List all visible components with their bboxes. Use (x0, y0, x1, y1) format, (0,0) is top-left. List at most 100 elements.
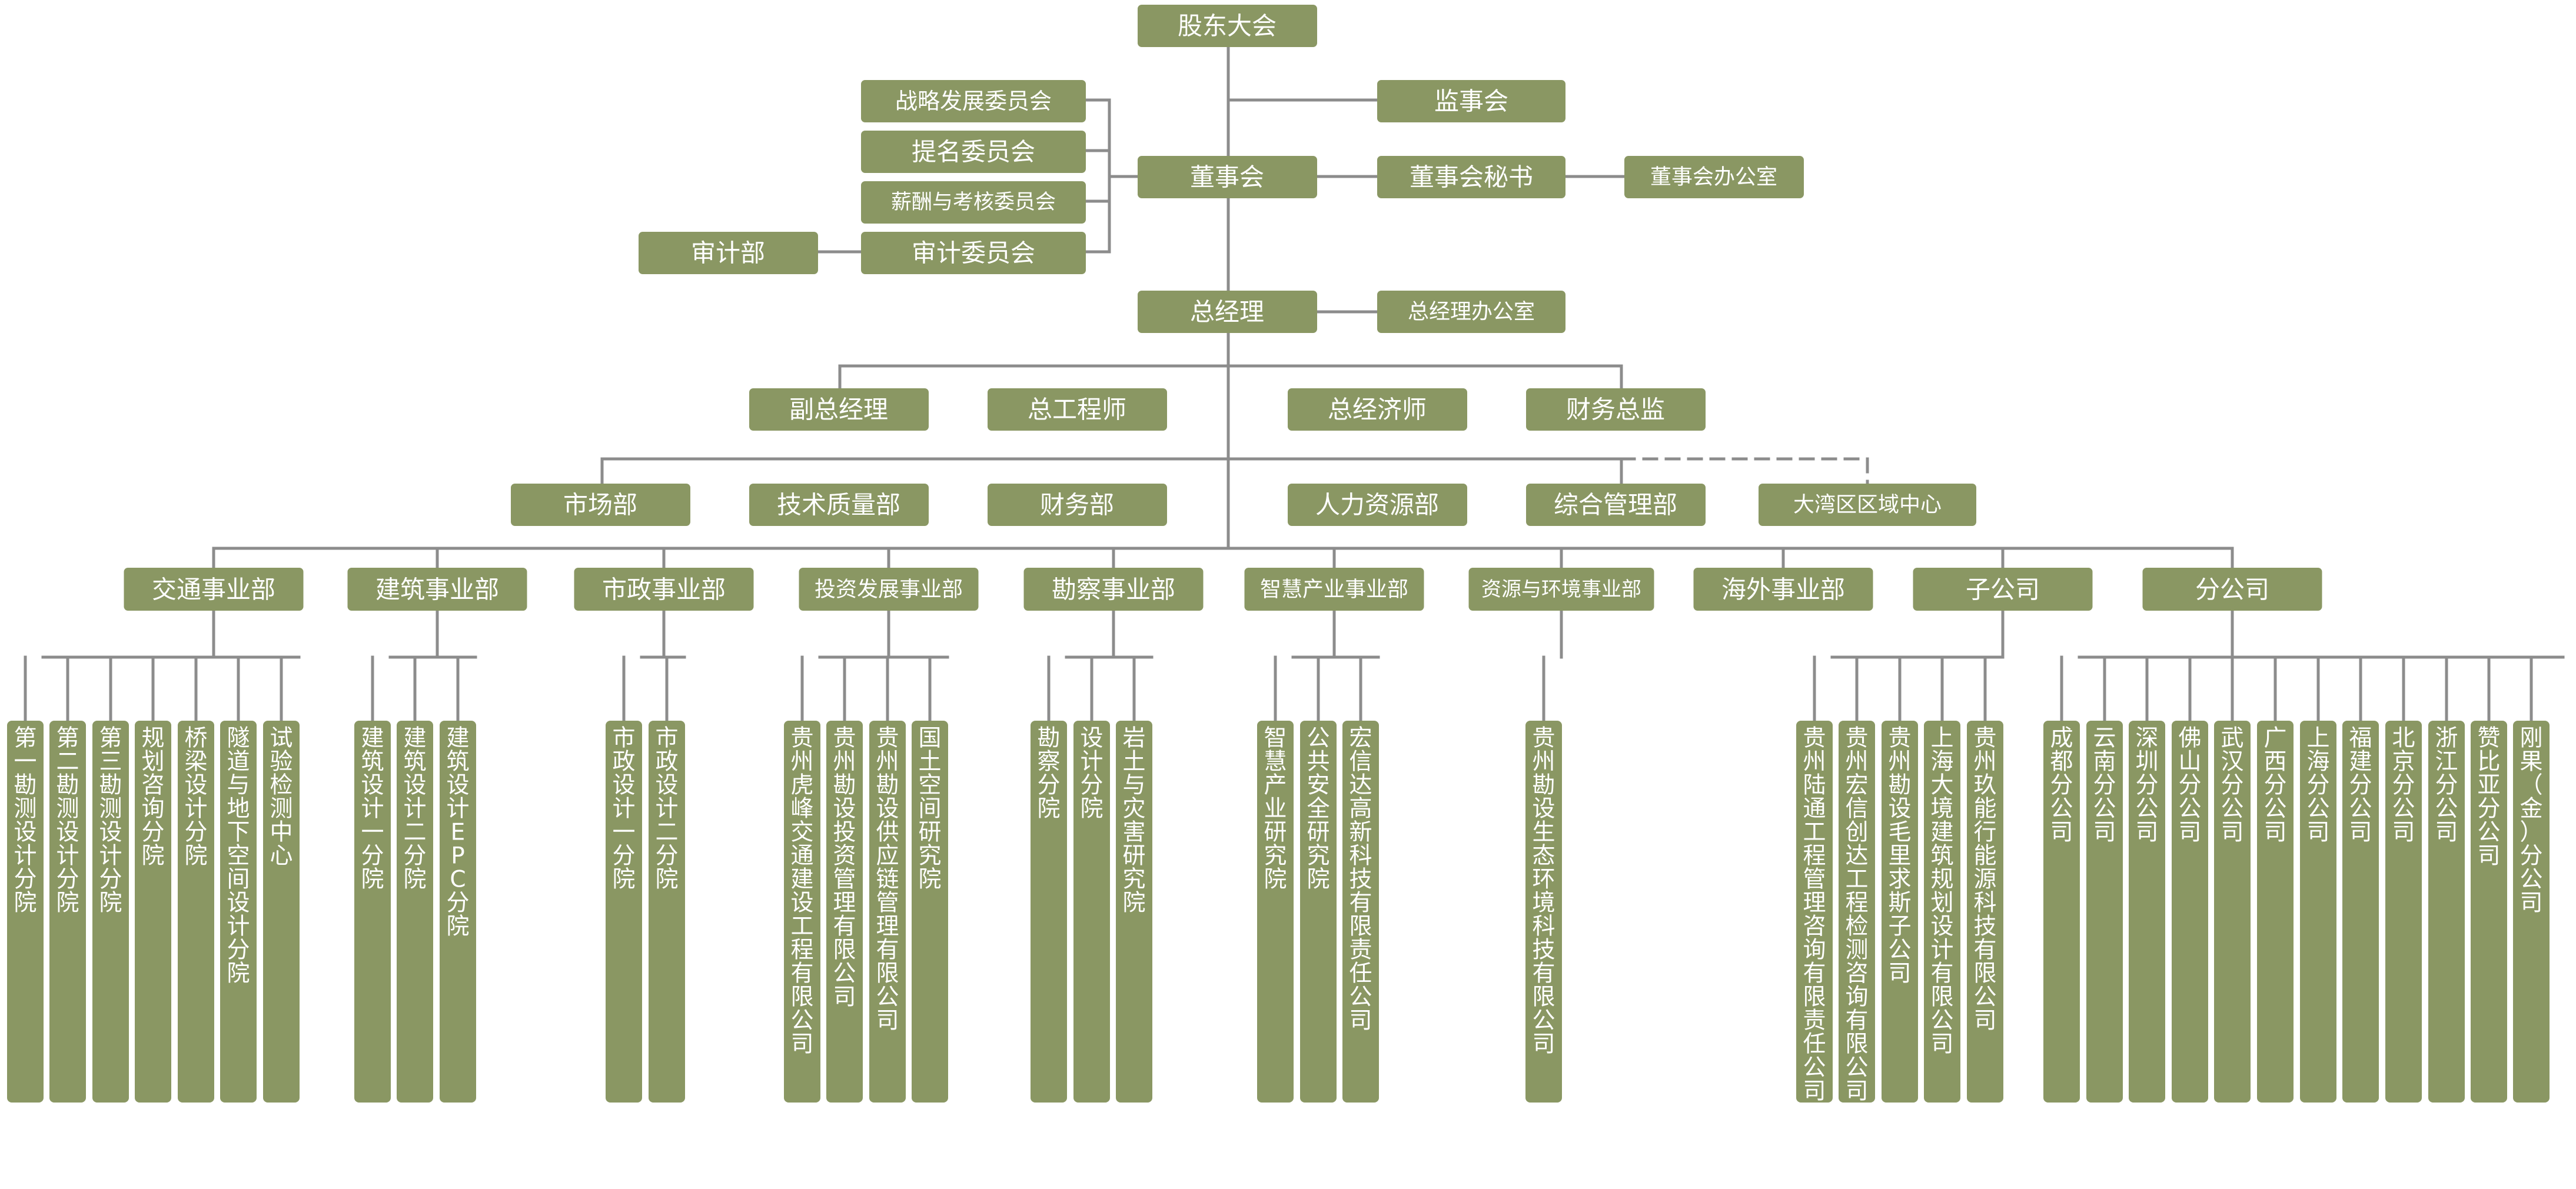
exec-chief-economist-box[interactable] (1288, 388, 1467, 431)
unit-box[interactable] (220, 721, 257, 1103)
unit-box[interactable] (606, 721, 642, 1103)
board-office-box[interactable] (1624, 156, 1804, 198)
division-box[interactable] (574, 568, 754, 611)
dept-hr-box[interactable] (1288, 484, 1467, 526)
unit-card[interactable]: 贵州宏信创达工程检测咨询有限公司 (1839, 721, 1875, 1105)
shareholders-box[interactable] (1138, 5, 1317, 47)
audit-dept-box[interactable] (639, 232, 818, 274)
unit-card[interactable]: 第三勘测设计分院 (92, 721, 129, 1103)
unit-box[interactable] (869, 721, 906, 1103)
unit-box[interactable] (2129, 721, 2165, 1103)
division-box[interactable] (1244, 568, 1424, 611)
unit-card[interactable]: 深圳分公司 (2129, 721, 2165, 1103)
unit-box[interactable] (397, 721, 433, 1103)
division-box[interactable] (347, 568, 527, 611)
exec-cfo-box[interactable] (1526, 388, 1706, 431)
unit-box[interactable] (2214, 721, 2251, 1103)
unit-box[interactable] (49, 721, 86, 1103)
unit-box[interactable] (135, 721, 171, 1103)
unit-card[interactable]: 刚果（金）分公司 (2513, 721, 2550, 1103)
general-manager-box[interactable] (1138, 291, 1317, 333)
unit-card[interactable]: 武汉分公司 (2214, 721, 2251, 1103)
unit-card[interactable]: 桥梁设计分院 (178, 721, 214, 1103)
unit-box[interactable] (1073, 721, 1110, 1103)
unit-box[interactable] (7, 721, 44, 1103)
unit-box[interactable] (2172, 721, 2208, 1103)
dept-tech-quality-box[interactable] (749, 484, 929, 526)
board-box[interactable] (1138, 156, 1317, 198)
dept-finance-box[interactable] (988, 484, 1167, 526)
unit-box[interactable] (263, 721, 300, 1103)
unit-card[interactable]: 云南分公司 (2086, 721, 2123, 1103)
unit-card[interactable]: 广西分公司 (2257, 721, 2294, 1103)
unit-box[interactable] (1967, 721, 2003, 1103)
unit-card[interactable]: 公共安全研究院 (1300, 721, 1337, 1103)
unit-card[interactable]: 上海大境建筑规划设计有限公司 (1924, 721, 1960, 1103)
unit-card[interactable]: 第一勘测设计分院 (7, 721, 44, 1103)
unit-card[interactable]: 福建分公司 (2342, 721, 2379, 1103)
division-box[interactable] (2142, 568, 2322, 611)
unit-box[interactable] (2471, 721, 2507, 1103)
unit-card[interactable]: 岩土与灾害研究院 (1116, 721, 1152, 1103)
unit-box[interactable] (2428, 721, 2465, 1103)
unit-card[interactable]: 智慧产业研究院 (1257, 721, 1294, 1103)
unit-card[interactable]: 贵州勘设生态环境科技有限公司 (1525, 721, 1562, 1103)
unit-box[interactable] (1031, 721, 1067, 1103)
unit-box[interactable] (2300, 721, 2336, 1103)
unit-card[interactable]: 隧道与地下空间设计分院 (220, 721, 257, 1103)
unit-card[interactable]: 上海分公司 (2300, 721, 2336, 1103)
division-box[interactable] (1693, 568, 1873, 611)
unit-card[interactable]: 试验检测中心 (263, 721, 300, 1103)
unit-box[interactable] (2342, 721, 2379, 1103)
unit-card[interactable]: 市政设计一分院 (606, 721, 642, 1103)
unit-card[interactable]: 浙江分公司 (2428, 721, 2465, 1103)
unit-box[interactable] (2385, 721, 2422, 1103)
division-box[interactable] (1468, 568, 1654, 611)
exec-vice-gm-box[interactable] (749, 388, 929, 431)
committee-nomination-box[interactable] (861, 131, 1086, 173)
division-box[interactable] (124, 568, 304, 611)
unit-box[interactable] (649, 721, 685, 1103)
unit-box[interactable] (2257, 721, 2294, 1103)
unit-card[interactable]: 建筑设计一分院 (354, 721, 391, 1103)
division-box[interactable] (799, 568, 979, 611)
unit-card[interactable]: 国土空间研究院 (912, 721, 948, 1103)
gm-office-box[interactable] (1377, 291, 1565, 333)
unit-box[interactable] (826, 721, 863, 1103)
unit-box[interactable] (440, 721, 476, 1103)
unit-box[interactable] (1839, 721, 1875, 1103)
unit-box[interactable] (912, 721, 948, 1103)
unit-card[interactable]: 规划咨询分院 (135, 721, 171, 1103)
unit-box[interactable] (1257, 721, 1294, 1103)
unit-card[interactable]: 贵州玖能行能源科技有限公司 (1967, 721, 2003, 1103)
dept-gba-center-box[interactable] (1759, 484, 1976, 526)
unit-box[interactable] (92, 721, 129, 1103)
committee-audit-box[interactable] (861, 232, 1086, 274)
unit-card[interactable]: 第二勘测设计分院 (49, 721, 86, 1103)
unit-card[interactable]: 北京分公司 (2385, 721, 2422, 1103)
unit-card[interactable]: 建筑设计二分院 (397, 721, 433, 1103)
unit-box[interactable] (1525, 721, 1562, 1103)
unit-card[interactable]: 佛山分公司 (2172, 721, 2208, 1103)
unit-card[interactable]: 宏信达高新科技有限责任公司 (1342, 721, 1379, 1103)
unit-box[interactable] (784, 721, 820, 1103)
exec-chief-engineer-box[interactable] (988, 388, 1167, 431)
supervisors-box[interactable] (1377, 80, 1565, 122)
unit-box[interactable] (2513, 721, 2550, 1103)
division-box[interactable] (1913, 568, 2093, 611)
dept-marketing-box[interactable] (511, 484, 690, 526)
unit-card[interactable]: 贵州虎峰交通建设工程有限公司 (784, 721, 820, 1103)
unit-card[interactable]: 勘察分院 (1031, 721, 1067, 1103)
unit-box[interactable] (354, 721, 391, 1103)
unit-card[interactable]: 贵州勘设供应链管理有限公司 (869, 721, 906, 1103)
unit-card[interactable]: 赞比亚分公司 (2471, 721, 2507, 1103)
dept-admin-box[interactable] (1526, 484, 1706, 526)
unit-box[interactable] (1116, 721, 1152, 1103)
unit-card[interactable]: 贵州勘设投资管理有限公司 (826, 721, 863, 1103)
unit-card[interactable]: 贵州陆通工程管理咨询有限责任公司 (1796, 721, 1833, 1105)
unit-box[interactable] (2086, 721, 2123, 1103)
unit-box[interactable] (1300, 721, 1337, 1103)
unit-box[interactable] (1924, 721, 1960, 1103)
committee-strategy-box[interactable] (861, 80, 1086, 122)
